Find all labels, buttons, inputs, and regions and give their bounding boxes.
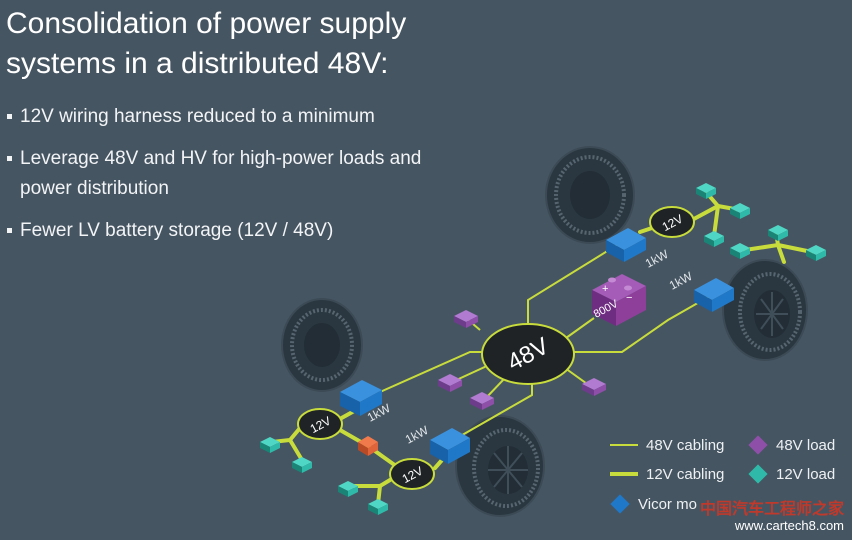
title-line-2: systems in a distributed 48V: xyxy=(6,47,389,80)
load-48v-cube xyxy=(582,378,606,396)
legend-label: 48V load xyxy=(776,436,836,454)
load-12v-cube xyxy=(338,481,358,497)
bullet-item: Fewer LV battery storage (12V / 48V) xyxy=(6,216,446,246)
tire-rear-right xyxy=(722,259,808,361)
load-48v-cube xyxy=(470,392,494,410)
battery-minus: − xyxy=(626,292,632,304)
legend-48v-cabling: 48V cabling xyxy=(610,434,724,456)
load-12v-cube xyxy=(806,245,826,261)
tire-rear-left xyxy=(455,415,545,517)
load-12v-cube xyxy=(768,225,788,241)
bullet-item: Leverage 48V and HV for high-power loads… xyxy=(6,144,446,204)
legend-48v-load: 48V load xyxy=(748,434,836,456)
tire-front-left xyxy=(281,298,363,392)
title-line-1: Consolidation of power supply xyxy=(6,7,407,40)
loads-48v xyxy=(438,310,606,410)
bullet-item: 12V wiring harness reduced to a minimum xyxy=(6,102,446,132)
load-12v-cube xyxy=(696,183,716,199)
node-12v-left: 12V xyxy=(297,408,343,440)
legend-label: 12V cabling xyxy=(646,465,725,483)
battery-800v: + − 800V xyxy=(592,274,646,326)
slide-title: Consolidation of power supply systems in… xyxy=(6,4,466,84)
watermark: 中国汽车工程师之家 www.cartech8.com xyxy=(700,502,844,534)
teal-cube-icon xyxy=(748,464,768,484)
legend-12v-cabling: 12V cabling xyxy=(610,463,724,485)
load-12v-cube xyxy=(292,457,312,473)
module-power-label: 1kW xyxy=(403,423,431,447)
thick-cable-swatch xyxy=(610,472,638,476)
load-12v-cube xyxy=(260,437,280,453)
legend-12v-load: 12V load xyxy=(748,463,836,485)
legend-vicor-module: Vicor mo xyxy=(610,493,697,515)
node-12v-top: 12V xyxy=(649,206,695,238)
load-12v-cube xyxy=(368,499,388,515)
module-power-label: 1kW xyxy=(643,247,671,271)
bullet-list: 12V wiring harness reduced to a minimum … xyxy=(6,102,446,258)
battery-plus: + xyxy=(602,283,608,295)
hub-48v: 48V xyxy=(481,323,575,385)
tire-front-right xyxy=(545,146,635,244)
blue-cube-icon xyxy=(610,494,630,514)
purple-cube-icon xyxy=(748,435,768,455)
vicor-module-left: 1kW xyxy=(340,380,393,425)
watermark-cn: 中国汽车工程师之家 xyxy=(699,501,844,518)
load-12v-cube xyxy=(704,231,724,247)
module-power-label: 1kW xyxy=(667,269,695,293)
node-12v-bottom: 12V xyxy=(389,458,435,490)
load-48v-cube xyxy=(454,310,478,328)
legend-label: 12V load xyxy=(776,465,836,483)
converter-orange xyxy=(358,436,378,456)
thin-cable-swatch xyxy=(610,444,638,446)
legend-label: Vicor mo xyxy=(638,495,697,513)
load-12v-cube xyxy=(730,203,750,219)
legend-label: 48V cabling xyxy=(646,436,725,454)
watermark-url: www.cartech8.com xyxy=(734,518,844,533)
loads-12v xyxy=(260,183,826,515)
load-12v-cube xyxy=(730,243,750,259)
load-48v-cube xyxy=(438,374,462,392)
